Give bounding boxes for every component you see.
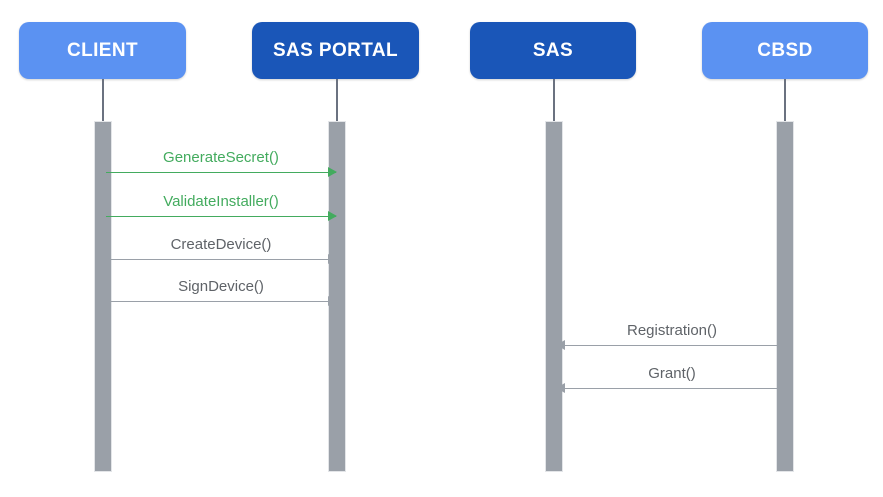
actor-label-cbsd: CBSD (757, 39, 813, 61)
message-line-generate-secret (106, 172, 336, 173)
message-label-grant: Grant() (648, 365, 696, 382)
message-line-create-device (106, 259, 336, 260)
message-label-generate-secret: GenerateSecret() (163, 149, 279, 166)
message-line-grant (557, 388, 787, 389)
arrowhead-right-icon (328, 167, 337, 177)
activation-bar-sas[interactable] (545, 121, 563, 472)
actor-box-client[interactable]: CLIENT (19, 22, 186, 79)
lifeline-sas (553, 79, 555, 121)
message-line-sign-device (106, 301, 336, 302)
message-label-create-device: CreateDevice() (170, 236, 272, 253)
message-line-registration (557, 345, 787, 346)
arrowhead-right-icon (328, 211, 337, 221)
actor-box-sas[interactable]: SAS (470, 22, 636, 79)
actor-label-client: CLIENT (66, 39, 138, 61)
message-label-sign-device: SignDevice() (178, 278, 264, 295)
lifeline-cbsd (784, 79, 786, 121)
message-label-validate-installer: ValidateInstaller() (163, 193, 279, 210)
lifeline-sas_portal (336, 79, 338, 121)
arrowhead-left-icon (556, 383, 565, 393)
message-label-registration: Registration() (626, 322, 718, 339)
lifeline-client (102, 79, 104, 121)
arrowhead-right-icon (328, 296, 337, 306)
actor-box-sas_portal[interactable]: SAS PORTAL (252, 22, 419, 79)
actor-label-sas: SAS (532, 39, 574, 61)
actor-box-cbsd[interactable]: CBSD (702, 22, 868, 79)
activation-bar-cbsd[interactable] (776, 121, 794, 472)
actor-label-sas_portal: SAS PORTAL (272, 39, 399, 61)
activation-bar-client[interactable] (94, 121, 112, 472)
message-line-validate-installer (106, 216, 336, 217)
arrowhead-left-icon (556, 340, 565, 350)
arrowhead-right-icon (328, 254, 337, 264)
